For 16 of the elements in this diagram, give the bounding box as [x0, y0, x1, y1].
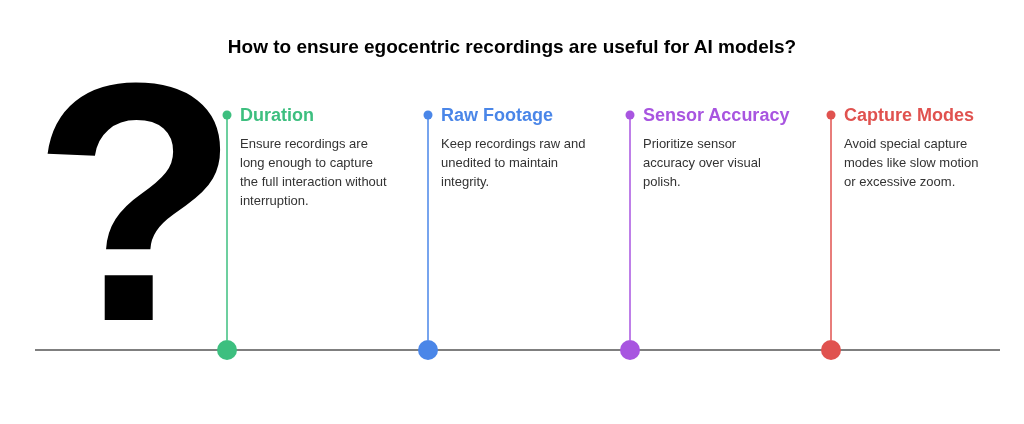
item-description: Keep recordings raw and unedited to maintain integrity.	[441, 135, 587, 191]
item-heading: Capture Modes	[844, 104, 975, 126]
connector-line	[625, 110, 635, 341]
connector-line	[826, 110, 836, 341]
timeline-circle	[217, 340, 237, 360]
connector-line	[423, 110, 433, 341]
item-heading: Raw Footage	[441, 104, 553, 126]
item-heading: Duration	[240, 104, 314, 126]
connector-line	[222, 110, 232, 341]
item-description: Prioritize sensor accuracy over visual polish.	[643, 135, 762, 191]
item-description: Avoid special capture modes like slow motion or excessive zoom.	[844, 135, 980, 191]
timeline-circle	[418, 340, 438, 360]
item-description: Ensure recordings are long enough to capture the full interaction without interruption.	[240, 135, 388, 210]
timeline-circle	[620, 340, 640, 360]
timeline-circle	[821, 340, 841, 360]
item-heading: Sensor Accuracy	[643, 104, 790, 126]
